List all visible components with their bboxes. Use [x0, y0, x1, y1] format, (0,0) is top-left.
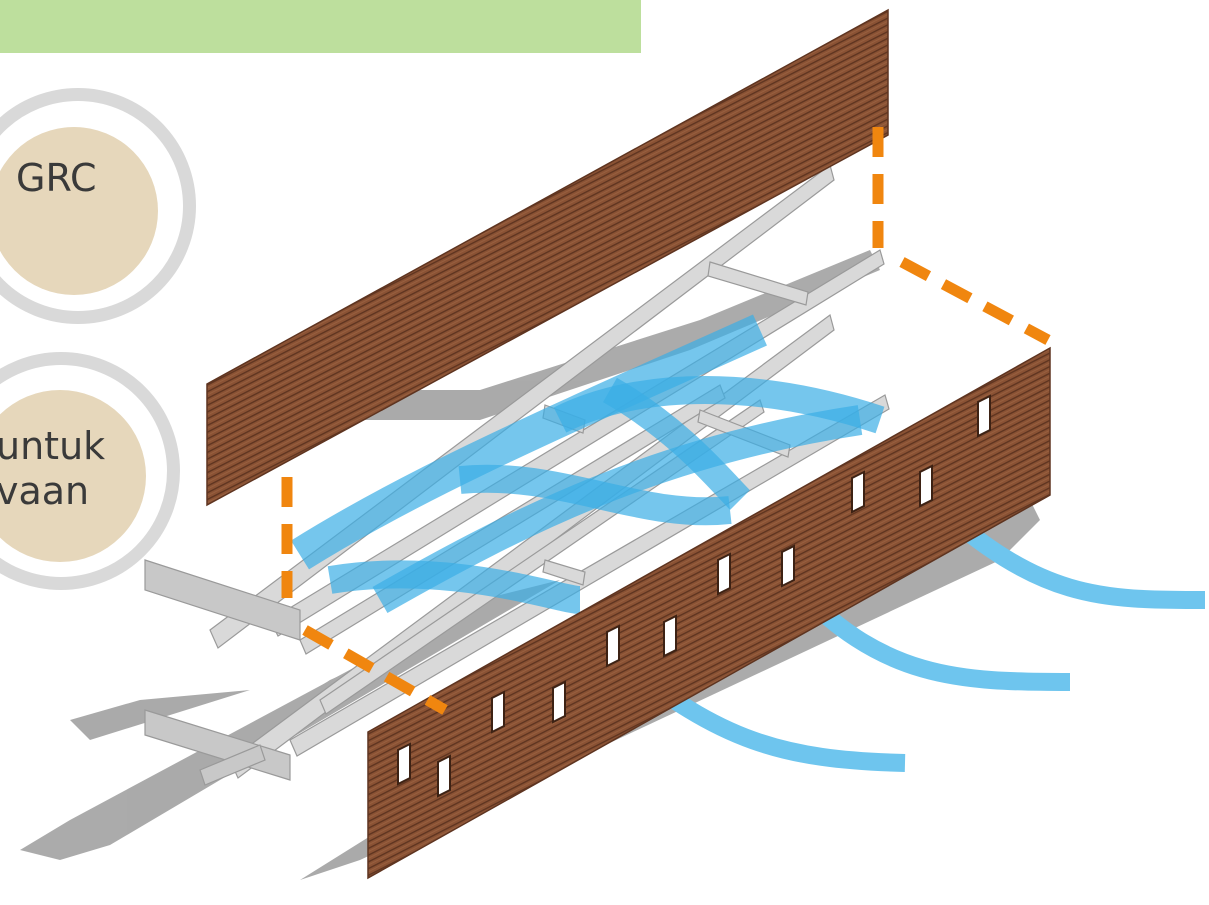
exploded-isometric-drawing — [0, 0, 1209, 905]
